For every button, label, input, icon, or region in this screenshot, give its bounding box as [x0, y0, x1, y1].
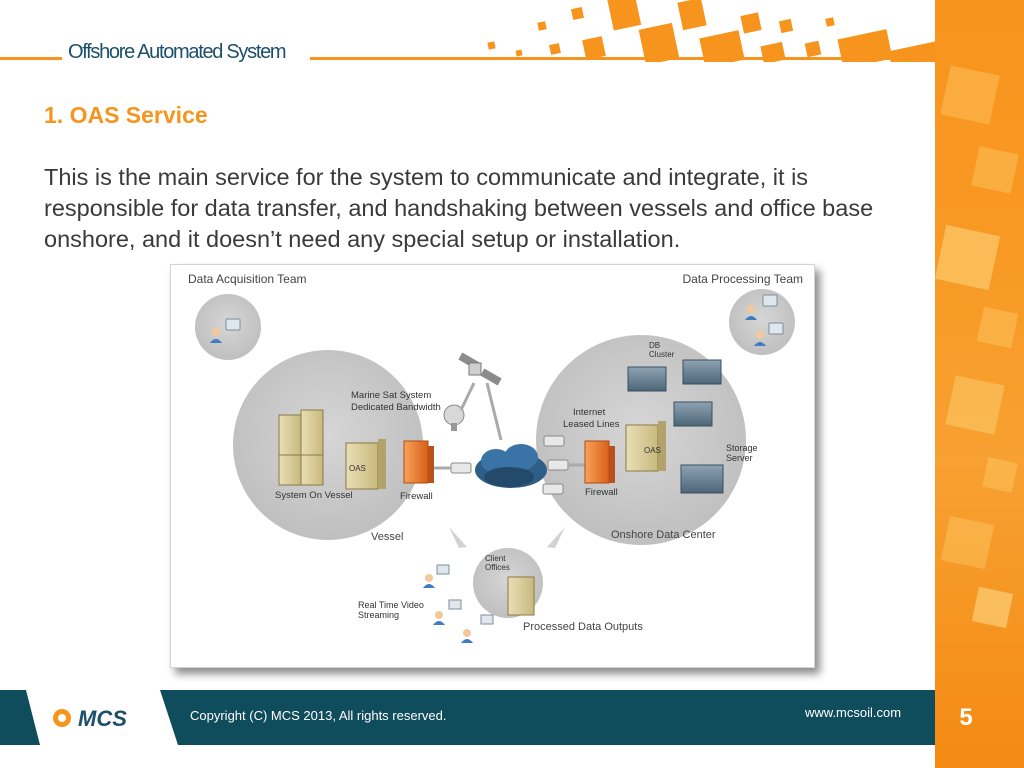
header-rule-right — [310, 57, 935, 60]
firewall-onshore-label: Firewall — [585, 487, 618, 498]
db-cluster-rack-icon-3 — [673, 401, 713, 427]
website-link[interactable]: www.mcsoil.com — [805, 705, 902, 720]
right-decorative-band — [935, 0, 1024, 768]
storage-server-label-line2: Server — [726, 453, 753, 463]
firewall-vessel-label: Firewall — [400, 491, 433, 502]
data-acquisition-team-label: Data Acquisition Team — [188, 272, 307, 286]
firewall-onshore-icon — [584, 440, 615, 484]
page-number: 5 — [959, 704, 973, 731]
network-diagram-svg: Data Acquisition Team Data Processing Te… — [188, 272, 803, 643]
db-cluster-rack-icon-1 — [627, 366, 667, 392]
db-cluster-label-line2: Cluster — [649, 350, 675, 359]
firewall-vessel-icon — [403, 440, 434, 484]
real-time-video-label-line2: Streaming — [358, 610, 399, 620]
oas-onshore-label: OAS — [644, 446, 661, 455]
storage-server-label-line1: Storage — [726, 443, 758, 453]
body-paragraph: This is the main service for the system … — [44, 164, 874, 252]
client-user-icon-2 — [433, 599, 462, 625]
router-icons — [450, 435, 569, 495]
vessel-label: Vessel — [371, 531, 403, 543]
copyright-text: Copyright (C) MCS 2013, All rights reser… — [190, 708, 447, 723]
network-diagram: Data Acquisition Team Data Processing Te… — [170, 264, 815, 668]
header-decoration — [480, 0, 935, 62]
oas-onshore-server-icon — [625, 421, 666, 472]
onshore-data-center-label: Onshore Data Center — [611, 529, 716, 541]
db-cluster-label-line1: DB — [649, 341, 660, 350]
system-on-vessel-label: System On Vessel — [275, 490, 353, 501]
mcs-logo-text: MCS — [78, 706, 127, 731]
client-offices-label-line1: Client — [485, 554, 506, 563]
system-on-vessel-server-icon — [278, 409, 324, 486]
acquisition-user-icon — [210, 318, 241, 343]
client-offices-server-icon — [507, 576, 535, 616]
real-time-video-label-line1: Real Time Video — [358, 600, 424, 610]
data-processing-team-label: Data Processing Team — [682, 272, 803, 286]
internet-cloud-icon — [475, 444, 547, 488]
storage-server-rack-icon — [680, 464, 724, 494]
processed-data-outputs-label: Processed Data Outputs — [523, 621, 643, 633]
marine-sat-label-line1: Marine Sat System — [351, 390, 431, 401]
arrow-vessel-to-clients — [449, 527, 467, 548]
satellite-icon — [458, 352, 502, 386]
oas-vessel-label: OAS — [349, 464, 366, 473]
mcs-logo-svg: MCS — [0, 690, 178, 745]
client-user-icon-3 — [461, 614, 494, 643]
client-offices-label-line2: Offices — [485, 563, 510, 572]
internet-label-line1: Internet — [573, 407, 606, 418]
mcs-logo: MCS — [0, 690, 180, 745]
vessel-circle — [233, 350, 423, 540]
sat-link-2 — [485, 382, 503, 441]
marine-sat-label-line2: Dedicated Bandwidth — [351, 402, 441, 413]
processing-user-icon-2 — [754, 322, 784, 346]
arrow-onshore-to-clients — [547, 527, 565, 548]
sat-link-1 — [459, 382, 476, 411]
oas-vessel-server-icon — [345, 439, 386, 490]
header-rule-left — [0, 57, 62, 60]
db-cluster-rack-icon-2 — [682, 359, 722, 385]
client-user-icon-1 — [423, 564, 450, 588]
processing-user-icon-1 — [745, 294, 778, 320]
internet-label-line2: Leased Lines — [563, 419, 620, 430]
header-title: Offshore Automated System — [68, 41, 287, 63]
satellite-dish-icon — [443, 404, 465, 431]
processing-team-circle — [729, 289, 795, 355]
section-title: 1. OAS Service — [44, 102, 208, 128]
